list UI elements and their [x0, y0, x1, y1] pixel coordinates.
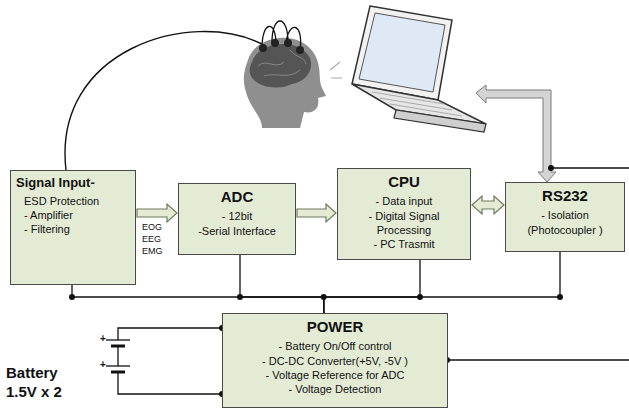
box-title: ADC [184, 187, 290, 207]
box-text: - Digital Signal Processing [343, 209, 465, 238]
polarity-mark: + [100, 359, 106, 370]
battery-symbol [106, 328, 222, 394]
power-line [72, 285, 324, 313]
junction-dot [557, 294, 563, 300]
box-text: - Data input [343, 194, 465, 208]
cpu-box: CPU - Data input- Digital Signal Processi… [337, 168, 471, 260]
laptop-illustration [352, 6, 486, 132]
signal-input-box: Signal Input- ESD Protection- Amplifier- … [10, 170, 136, 285]
pc-wire [551, 167, 629, 168]
power-wire [447, 359, 629, 360]
rs232-box: RS232- Isolation (Photocoupler ) [505, 182, 625, 252]
box-title: RS232 [511, 186, 619, 206]
power-line [324, 260, 420, 313]
signal-name: EMG [142, 246, 163, 256]
power-box: POWER - Battery On/Off control- DC-DC Con… [222, 313, 448, 408]
pc-link-arrow [476, 85, 556, 182]
box-text: - Voltage Detection [228, 382, 442, 396]
signal-name: EEG [142, 234, 161, 244]
box-text: ESD Protection [16, 194, 130, 208]
battery-value: 1.5V x 2 [6, 383, 62, 400]
junction-dot [321, 294, 327, 300]
adc-box: ADC - 12bit-Serial Interface [178, 183, 296, 255]
box-text: - Amplifier [16, 208, 130, 222]
data-arrow [472, 196, 504, 214]
box-text: - DC-DC Converter(+5V, -5V ) [228, 354, 442, 368]
power-line [240, 255, 324, 313]
box-text: - Filtering [16, 222, 130, 236]
data-arrow [137, 204, 177, 222]
box-text: - Isolation (Photocoupler ) [511, 208, 619, 237]
junction-dot [417, 294, 423, 300]
box-title: POWER [228, 317, 442, 337]
box-text: -Serial Interface [184, 224, 290, 238]
box-text: - Battery On/Off control [228, 339, 442, 353]
box-title: Signal Input- [16, 174, 130, 192]
box-title: CPU [343, 172, 465, 192]
signal-name: EOG [142, 222, 162, 232]
electrode-wire [65, 32, 262, 170]
power-line [324, 252, 560, 313]
data-arrow [297, 204, 336, 222]
polarity-mark: + [100, 333, 106, 344]
junction-dot [548, 165, 554, 171]
junction-dot [237, 294, 243, 300]
box-text: - 12bit [184, 209, 290, 223]
box-text: - Voltage Reference for ADC [228, 368, 442, 382]
junction-dot [69, 294, 75, 300]
box-text: - PC Trasmit [343, 237, 465, 251]
head-illustration [244, 21, 342, 128]
battery-label: Battery [6, 364, 58, 381]
